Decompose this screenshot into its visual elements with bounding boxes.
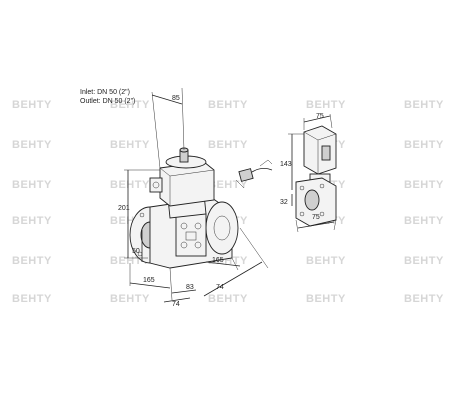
plug-lead	[235, 179, 245, 189]
watermark-text: BEHTY	[12, 179, 52, 191]
outlet-label: Outlet: DN 50 (2")	[80, 98, 135, 105]
outlet-flange	[205, 201, 239, 255]
dim-165-left: 165	[143, 277, 155, 284]
dim-165-right: 165	[212, 257, 224, 264]
plug-body	[238, 168, 254, 182]
watermark-text: BEHTY	[208, 293, 248, 305]
side-dimensions: 75 143 32 75	[280, 113, 337, 233]
solenoid-actuator	[159, 161, 215, 207]
watermark-text: BEHTY	[208, 99, 248, 111]
side-bolt	[299, 211, 305, 217]
block-screw	[194, 241, 202, 249]
ext-line	[295, 219, 299, 233]
watermark-text: BEHTY	[110, 293, 150, 305]
watermark-text: BEHTY	[404, 255, 444, 267]
side-bore	[304, 189, 320, 211]
main-valve	[129, 147, 239, 269]
ext-line	[231, 257, 239, 271]
dim-201: 201	[118, 205, 130, 212]
dim-85: 85	[172, 95, 180, 102]
watermark-text: BEHTY	[12, 139, 52, 151]
dim-83: 83	[186, 284, 194, 291]
watermark-row-6: BEHTY BEHTY BEHTY BEHTY BEHTY	[12, 293, 444, 305]
watermark-row-3: BEHTY BEHTY BEHTY BEHTY BEHTY	[12, 179, 444, 191]
side-bolt	[319, 211, 325, 217]
block-screw	[180, 241, 188, 249]
dim-line-165-right	[205, 261, 241, 267]
test-plug	[185, 231, 197, 241]
side-view-module	[295, 125, 337, 227]
main-dimensions: 85 201 50 165 83 74 165 74	[118, 87, 269, 308]
cable-connector	[149, 177, 163, 193]
ext-line	[239, 227, 269, 269]
watermark-text: BEHTY	[306, 293, 346, 305]
watermark-text: BEHTY	[110, 179, 150, 191]
watermark-text: BEHTY	[208, 179, 248, 191]
watermark-text: BEHTY	[12, 293, 52, 305]
watermark-text: BEHTY	[404, 139, 444, 151]
ext-line	[329, 113, 333, 129]
watermark-text: BEHTY	[306, 255, 346, 267]
dim-50: 50	[132, 248, 140, 255]
side-bolt	[299, 185, 305, 191]
plug-connector	[235, 159, 273, 189]
ext-line	[169, 267, 173, 301]
center-block	[175, 213, 207, 257]
watermark-text: BEHTY	[404, 99, 444, 111]
side-bolt	[319, 183, 325, 189]
dim-75-top: 75	[316, 113, 324, 120]
plug-cable	[251, 168, 273, 173]
watermark-text: BEHTY	[306, 99, 346, 111]
side-actuator	[303, 125, 337, 175]
watermark-text: BEHTY	[404, 179, 444, 191]
dim-line-83	[171, 289, 197, 294]
watermark-row-1: BEHTY BEHTY BEHTY BEHTY BEHTY	[12, 99, 444, 111]
dim-line-74-bottom	[163, 297, 191, 303]
plug-clip	[259, 159, 273, 167]
watermark-row-2: BEHTY BEHTY BEHTY BEHTY BEHTY	[12, 139, 444, 151]
dim-line-85	[151, 94, 183, 105]
watermark-grid: BEHTY BEHTY BEHTY BEHTY BEHTY BEHTY BEHT…	[12, 99, 444, 305]
outlet-bore	[213, 215, 231, 241]
flange-bolt	[139, 212, 145, 218]
watermark-text: BEHTY	[404, 293, 444, 305]
side-window	[321, 145, 331, 161]
watermark-text: BEHTY	[208, 139, 248, 151]
ext-line	[151, 91, 161, 169]
watermark-text: BEHTY	[12, 255, 52, 267]
dim-32: 32	[280, 199, 288, 206]
watermark-text: BEHTY	[404, 215, 444, 227]
watermark-text: BEHTY	[110, 99, 150, 111]
dim-74-right: 74	[216, 284, 224, 291]
connector-gland	[152, 181, 160, 189]
dim-line-75-top	[303, 115, 331, 123]
block-screw	[194, 222, 202, 230]
dim-74-bottom: 74	[172, 301, 180, 308]
watermark-text: BEHTY	[12, 215, 52, 227]
watermark-text: BEHTY	[110, 139, 150, 151]
dim-line-165-left	[129, 282, 171, 289]
watermark-text: BEHTY	[12, 99, 52, 111]
dim-143: 143	[280, 161, 292, 168]
dim-line-75-bottom	[297, 221, 335, 229]
dim-75-bottom: 75	[312, 214, 320, 221]
ext-line	[333, 219, 337, 231]
ext-line	[181, 87, 185, 151]
block-screw	[180, 222, 188, 230]
inlet-label: Inlet: DN 50 (2")	[80, 89, 130, 96]
dim-line-74-right	[203, 261, 263, 297]
